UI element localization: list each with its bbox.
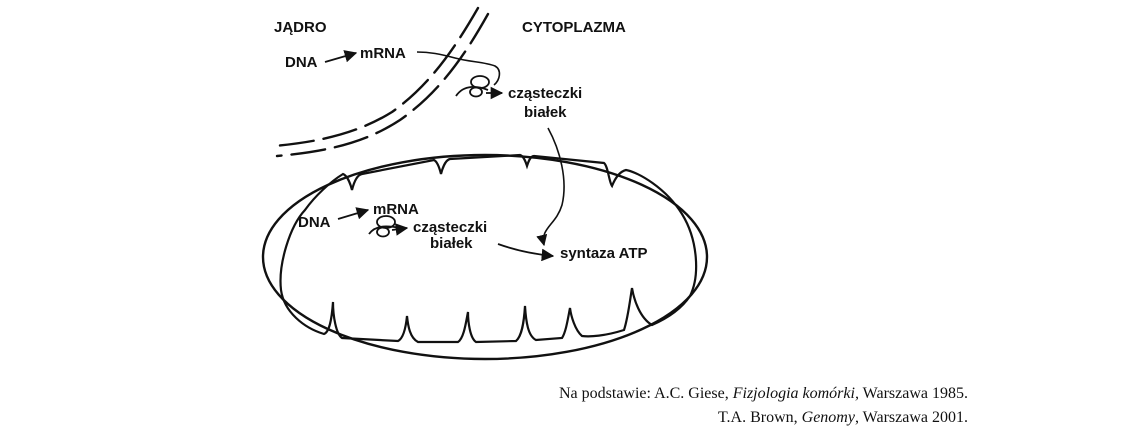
mito-dna-label: DNA: [298, 214, 331, 231]
mitochondrion: [261, 153, 709, 361]
mito-proteins-label-line1: cząsteczki: [413, 219, 487, 236]
mito-dna-to-mrna-arrow: [337, 207, 370, 220]
atp-synthase-label: syntaza ATP: [560, 245, 648, 262]
mito-ribosome-to-proteins-arrow: [391, 223, 409, 236]
mito-proteins-to-synthase-arrow: [497, 243, 555, 262]
mitochondrial-ribosome-icon: [368, 215, 401, 238]
citation1-prefix: Na podstawie: A.C. Giese,: [558, 385, 733, 402]
source-citation-line1: Na podstawie: A.C. Giese, Fizjologia kom…: [559, 385, 968, 403]
citation1-suffix: Warszawa 1985.: [858, 385, 968, 402]
cytoplasm-proteins-label-line2: białek: [524, 104, 567, 121]
nucleus-mrna-label: mRNA: [360, 45, 406, 62]
citation2-suffix: , Warszawa 2001.: [854, 409, 968, 426]
citation2-title: Genomy: [801, 409, 855, 426]
citation2-prefix: T.A. Brown,: [717, 409, 802, 426]
mito-mrna-label: mRNA: [373, 201, 419, 218]
mitochondrion-outer-membrane: [261, 153, 709, 361]
mito-proteins-label-line2: białek: [430, 235, 473, 252]
dna-to-mrna-arrow: [324, 50, 358, 63]
nucleus-dna-label: DNA: [285, 54, 318, 71]
citation1-title: Fizjologia komórki,: [732, 385, 859, 402]
cytoplasm-proteins-label-line1: cząsteczki: [508, 85, 582, 102]
cytoplasmic-ribosome-icon: [455, 75, 490, 98]
mrna-strand-to-cytoplasm: [416, 51, 501, 86]
nucleus-label: JĄDRO: [274, 19, 327, 36]
source-citation-line2: T.A. Brown, Genomy, Warszawa 2001.: [718, 409, 968, 427]
protein-import-path: [536, 127, 565, 247]
mitochondrion-inner-membrane: [279, 153, 698, 344]
nuclear-envelope: [273, 6, 490, 158]
cytoplasm-label: CYTOPLAZMA: [522, 19, 626, 36]
